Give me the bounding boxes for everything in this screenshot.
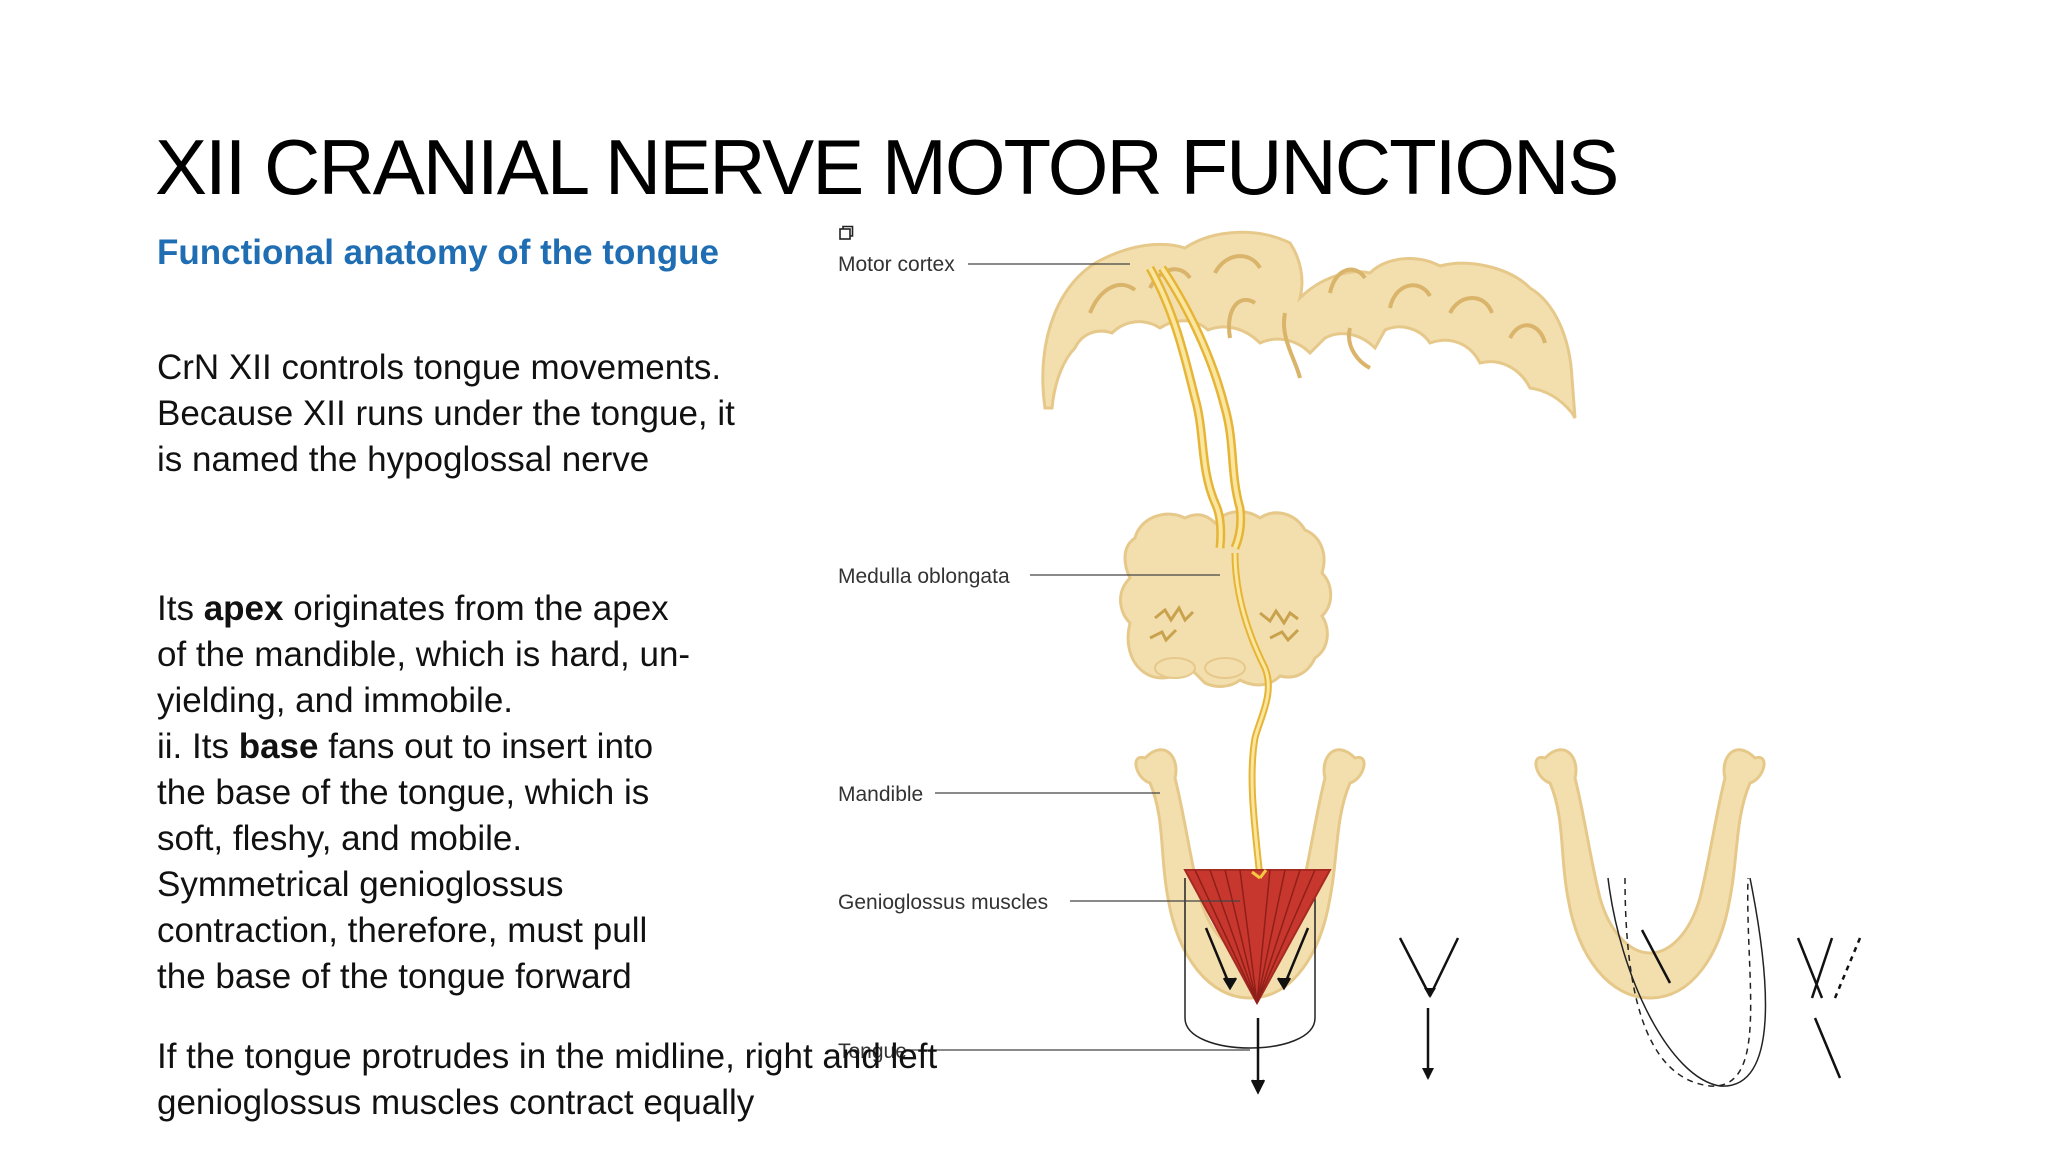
arrows — [1204, 927, 1310, 1088]
text-line: CrN XII controls tongue movements. — [157, 348, 722, 387]
text-line: Because XII runs under the tongue, it — [157, 394, 735, 433]
slide-subtitle: Functional anatomy of the tongue — [157, 233, 719, 272]
text-run: ii. Its — [157, 727, 239, 766]
leader-lines — [905, 263, 1250, 1051]
label-genioglossus: Genioglossus muscles — [838, 891, 1048, 914]
motor-cortex-section — [1041, 230, 1577, 419]
medulla-shape — [1119, 510, 1333, 688]
label-motor-cortex: Motor cortex — [838, 253, 955, 276]
text-line: yielding, and immobile. — [157, 681, 514, 720]
text-run: fans out to insert into — [318, 727, 654, 766]
text-line: If the tongue protrudes in the midline, … — [157, 1037, 938, 1076]
label-tongue: Tongue — [838, 1040, 907, 1063]
mandible-right — [1534, 748, 1862, 1087]
medulla-nuclei — [1149, 605, 1300, 643]
text-run: originates from the apex — [283, 589, 669, 628]
text-line: of the mandible, which is hard, un- — [157, 635, 691, 674]
text-line: soft, fleshy, and mobile. — [157, 819, 523, 858]
pyramid-right — [1204, 657, 1246, 679]
medulla-section — [1119, 510, 1333, 688]
force-vector-diagram — [1398, 937, 1460, 1078]
text-line: Symmetrical genioglossus — [157, 865, 564, 904]
text-line: the base of the tongue forward — [157, 957, 632, 996]
text-line: Its apex originates from the apex — [157, 586, 690, 632]
cortex-shape — [1041, 230, 1577, 419]
bold-term-base: base — [238, 727, 319, 766]
text-line: the base of the tongue, which is — [157, 773, 650, 812]
anatomy-illustration: Motor cortex Medulla oblongata Mandible … — [838, 230, 1862, 1095]
paragraph-hypoglossal: CrN XII controls tongue movements. Becau… — [157, 345, 735, 483]
window-icon — [839, 225, 854, 240]
bold-term-apex: apex — [203, 589, 284, 628]
tongue-anatomy-figure: Motor cortex Medulla oblongata Mandible … — [830, 218, 1870, 1098]
label-mandible: Mandible — [838, 783, 923, 806]
text-line: genioglossus muscles contract equally — [157, 1083, 755, 1122]
pyramid-left — [1154, 657, 1196, 679]
text-line: is named the hypoglossal nerve — [157, 440, 650, 479]
label-medulla: Medulla oblongata — [838, 565, 1010, 588]
paragraph-genioglossus: Its apex originates from the apex of the… — [157, 586, 690, 1000]
slide-title: XII CRANIAL NERVE MOTOR FUNCTIONS — [155, 123, 1619, 211]
tongue-outline — [1184, 878, 1316, 1049]
hypoglossal-nerve-tracts — [1146, 265, 1272, 879]
text-line: contraction, therefore, must pull — [157, 911, 648, 950]
paragraph-protrusion: If the tongue protrudes in the midline, … — [157, 1034, 937, 1126]
mandible-left — [1134, 748, 1460, 1095]
mandible-shape — [1534, 748, 1766, 1000]
text-run: Its — [157, 589, 204, 628]
text-line: ii. Its base fans out to insert into — [157, 724, 690, 770]
cortex-gyri — [1088, 254, 1547, 379]
